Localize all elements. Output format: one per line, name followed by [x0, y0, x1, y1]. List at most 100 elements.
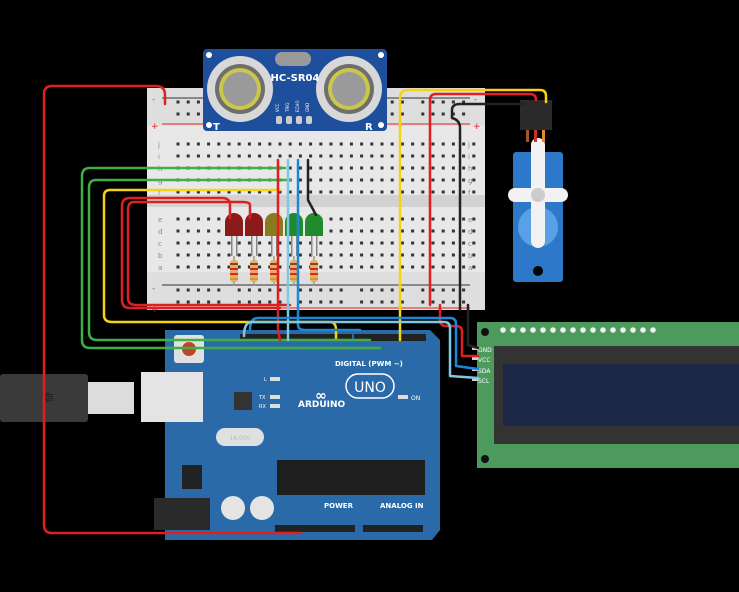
breadboard-hole[interactable]: [227, 253, 231, 257]
rail-hole[interactable]: [390, 300, 394, 304]
breadboard-hole[interactable]: [288, 253, 292, 257]
breadboard-hole[interactable]: [431, 142, 435, 146]
breadboard-hole[interactable]: [207, 154, 211, 158]
breadboard-hole[interactable]: [380, 154, 384, 158]
usb-port[interactable]: [141, 372, 203, 422]
breadboard-hole[interactable]: [380, 229, 384, 233]
rail-hole[interactable]: [176, 288, 180, 292]
breadboard-hole[interactable]: [207, 190, 211, 194]
breadboard-hole[interactable]: [207, 229, 211, 233]
breadboard-hole[interactable]: [309, 166, 313, 170]
rail-hole[interactable]: [176, 300, 180, 304]
breadboard-hole[interactable]: [431, 253, 435, 257]
breadboard-hole[interactable]: [268, 265, 272, 269]
rail-hole[interactable]: [207, 288, 211, 292]
breadboard-hole[interactable]: [370, 217, 374, 221]
wire-servo-ground[interactable]: [450, 102, 526, 312]
lcd-i2c-pin[interactable]: [472, 357, 478, 360]
rail-hole[interactable]: [370, 300, 374, 304]
breadboard-hole[interactable]: [288, 154, 292, 158]
resistor[interactable]: [230, 260, 238, 282]
breadboard-hole[interactable]: [411, 166, 415, 170]
rail-hole[interactable]: [431, 288, 435, 292]
breadboard-hole[interactable]: [421, 142, 425, 146]
wire-lcd-gnd[interactable]: [466, 303, 480, 350]
rail-hole[interactable]: [258, 300, 262, 304]
rail-hole[interactable]: [462, 288, 466, 292]
breadboard-hole[interactable]: [360, 217, 364, 221]
rail-hole[interactable]: [400, 288, 404, 292]
breadboard-hole[interactable]: [339, 217, 343, 221]
breadboard-hole[interactable]: [237, 142, 241, 146]
rail-hole[interactable]: [421, 288, 425, 292]
rail-hole[interactable]: [207, 300, 211, 304]
breadboard-hole[interactable]: [390, 190, 394, 194]
breadboard-hole[interactable]: [349, 241, 353, 245]
breadboard-hole[interactable]: [237, 154, 241, 158]
breadboard-hole[interactable]: [421, 190, 425, 194]
breadboard-hole[interactable]: [349, 253, 353, 257]
rail-hole[interactable]: [441, 288, 445, 292]
rail-hole[interactable]: [196, 300, 200, 304]
breadboard-hole[interactable]: [421, 178, 425, 182]
breadboard-hole[interactable]: [217, 241, 221, 245]
breadboard-hole[interactable]: [411, 142, 415, 146]
wire-sensor-echo[interactable]: [296, 158, 362, 332]
breadboard-hole[interactable]: [390, 241, 394, 245]
breadboard-hole[interactable]: [390, 265, 394, 269]
breadboard-hole[interactable]: [288, 166, 292, 170]
breadboard-hole[interactable]: [329, 166, 333, 170]
breadboard-hole[interactable]: [309, 253, 313, 257]
breadboard-hole[interactable]: [380, 142, 384, 146]
breadboard-hole[interactable]: [400, 265, 404, 269]
breadboard-hole[interactable]: [237, 241, 241, 245]
rail-hole[interactable]: [196, 288, 200, 292]
breadboard-hole[interactable]: [207, 241, 211, 245]
breadboard-hole[interactable]: [247, 190, 251, 194]
analog-header[interactable]: [363, 525, 423, 532]
breadboard-hole[interactable]: [390, 154, 394, 158]
breadboard-hole[interactable]: [370, 265, 374, 269]
breadboard-hole[interactable]: [441, 253, 445, 257]
breadboard-hole[interactable]: [421, 241, 425, 245]
rail-hole[interactable]: [431, 112, 435, 116]
breadboard-hole[interactable]: [472, 253, 476, 257]
breadboard-hole[interactable]: [441, 178, 445, 182]
breadboard-hole[interactable]: [298, 178, 302, 182]
breadboard-hole[interactable]: [421, 217, 425, 221]
breadboard-hole[interactable]: [217, 190, 221, 194]
rail-hole[interactable]: [441, 300, 445, 304]
breadboard-hole[interactable]: [421, 166, 425, 170]
breadboard-hole[interactable]: [451, 190, 455, 194]
breadboard-hole[interactable]: [227, 265, 231, 269]
breadboard-hole[interactable]: [390, 178, 394, 182]
breadboard-hole[interactable]: [258, 142, 262, 146]
breadboard-hole[interactable]: [441, 166, 445, 170]
breadboard-hole[interactable]: [431, 154, 435, 158]
rail-hole[interactable]: [441, 112, 445, 116]
breadboard-hole[interactable]: [176, 142, 180, 146]
breadboard-hole[interactable]: [370, 253, 374, 257]
breadboard-hole[interactable]: [319, 190, 323, 194]
breadboard-hole[interactable]: [217, 142, 221, 146]
rail-hole[interactable]: [186, 100, 190, 104]
breadboard-hole[interactable]: [339, 142, 343, 146]
breadboard-hole[interactable]: [349, 166, 353, 170]
breadboard-hole[interactable]: [176, 154, 180, 158]
rail-hole[interactable]: [421, 300, 425, 304]
breadboard-hole[interactable]: [380, 253, 384, 257]
breadboard-hole[interactable]: [421, 253, 425, 257]
rail-hole[interactable]: [329, 300, 333, 304]
breadboard-hole[interactable]: [309, 178, 313, 182]
rail-hole[interactable]: [237, 288, 241, 292]
breadboard-hole[interactable]: [370, 154, 374, 158]
rail-hole[interactable]: [421, 112, 425, 116]
breadboard-hole[interactable]: [370, 166, 374, 170]
breadboard-hole[interactable]: [349, 190, 353, 194]
breadboard-hole[interactable]: [217, 229, 221, 233]
breadboard-hole[interactable]: [400, 217, 404, 221]
breadboard-hole[interactable]: [390, 229, 394, 233]
breadboard-hole[interactable]: [176, 229, 180, 233]
breadboard-hole[interactable]: [462, 253, 466, 257]
breadboard-hole[interactable]: [451, 229, 455, 233]
